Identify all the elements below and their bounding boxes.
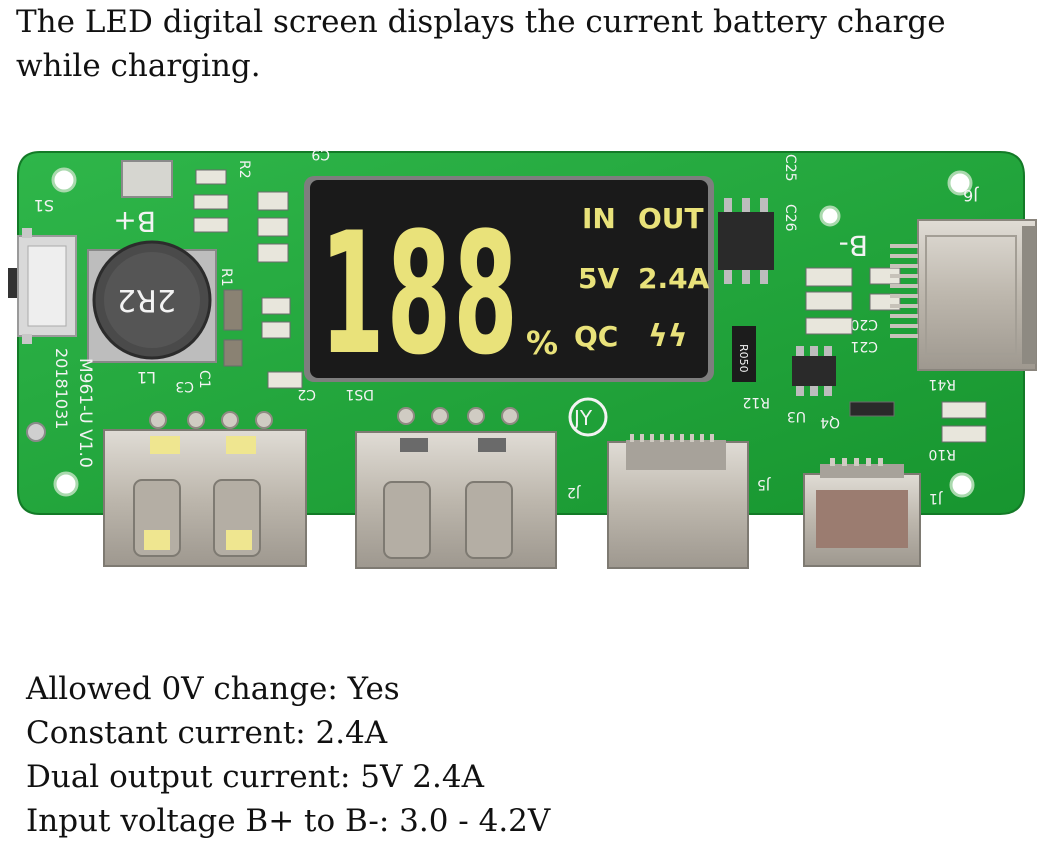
label-r12: R12 [742, 394, 770, 410]
lcd-digits: 188 [320, 196, 520, 392]
label-c3: C3 [175, 378, 194, 394]
lcd-label-qc: QC [574, 320, 618, 353]
lcd-display: 188 % IN OUT 5V 2.4A QC ϟϟ [304, 176, 714, 392]
mounting-holes [51, 167, 975, 498]
label-c26: C26 [782, 204, 798, 232]
usb-c-port-j6 [890, 219, 1037, 371]
usb-a-port-2 [355, 431, 557, 569]
label-c21: C21 [850, 338, 878, 354]
label-date: 20181031 [52, 348, 71, 429]
spec-item-0v-change: Allowed 0V change: Yes [26, 671, 400, 707]
label-c20: C20 [850, 316, 878, 332]
label-r1: R1 [218, 268, 234, 287]
lcd-charge-icon: ϟϟ [648, 319, 688, 354]
label-s1: S1 [34, 196, 54, 215]
smd-components-topleft [193, 169, 303, 389]
label-j5: J5 [757, 476, 771, 492]
label-bplus: B+ [113, 205, 156, 238]
label-u3: U3 [787, 408, 806, 424]
usb-c-port-j5 [607, 434, 749, 569]
label-j1: J1 [929, 490, 943, 506]
label-bminus: B- [839, 229, 868, 262]
lcd-label-out: OUT [638, 202, 704, 235]
lcd-label-24a: 2.4A [638, 262, 710, 295]
micro-usb-port-j1 [803, 458, 921, 567]
label-ds1: DS1 [345, 386, 374, 402]
label-r41: R41 [928, 376, 956, 392]
spec-item-dual-output: Dual output current: 5V 2.4A [26, 759, 484, 795]
label-j2: J2 [567, 484, 581, 500]
label-q4: Q4 [820, 414, 840, 430]
lcd-percent: % [526, 324, 558, 362]
label-r10: R10 [928, 446, 956, 462]
label-c25: C25 [782, 154, 798, 182]
inductor-code: 2R2 [117, 282, 176, 317]
inductor-l1: 2R2 [87, 240, 217, 363]
usb-a-port-1 [103, 429, 307, 567]
label-r050: R050 [737, 344, 750, 373]
lcd-label-in: IN [582, 202, 616, 235]
pcb-illustration: S1 B+ 2R2 L1 C1 R1 C3 R2 C9 [8, 146, 1037, 569]
product-photo-pcb: S1 B+ 2R2 L1 C1 R1 C3 R2 C9 [0, 140, 1042, 580]
switch-s1 [8, 228, 77, 344]
label-l1: L1 [137, 368, 156, 387]
label-model: M961-U V1.0 [75, 358, 95, 468]
through-hole-pins [149, 407, 519, 429]
label-c9: C9 [311, 146, 330, 162]
spec-item-input-voltage: Input voltage B+ to B-: 3.0 - 4.2V [26, 803, 551, 839]
label-r2: R2 [236, 160, 252, 179]
test-pads [26, 160, 173, 442]
ic-chip-u3 [792, 346, 836, 396]
label-c2: C2 [297, 386, 316, 402]
spec-list: Allowed 0V change: Yes Constant current:… [26, 667, 550, 843]
lcd-label-5v: 5V [578, 262, 619, 295]
label-j6: J6 [963, 186, 979, 205]
headline: The LED digital screen displays the curr… [16, 4, 946, 84]
label-c1: C1 [196, 370, 212, 389]
shunt-resistor: R050 [732, 326, 756, 382]
jy-logo: JY [568, 397, 608, 437]
ic-chip-u1 [718, 198, 774, 284]
spec-item-constant-current: Constant current: 2.4A [26, 715, 388, 751]
smd-components-right [805, 267, 987, 443]
logo-text: JY [572, 406, 593, 430]
